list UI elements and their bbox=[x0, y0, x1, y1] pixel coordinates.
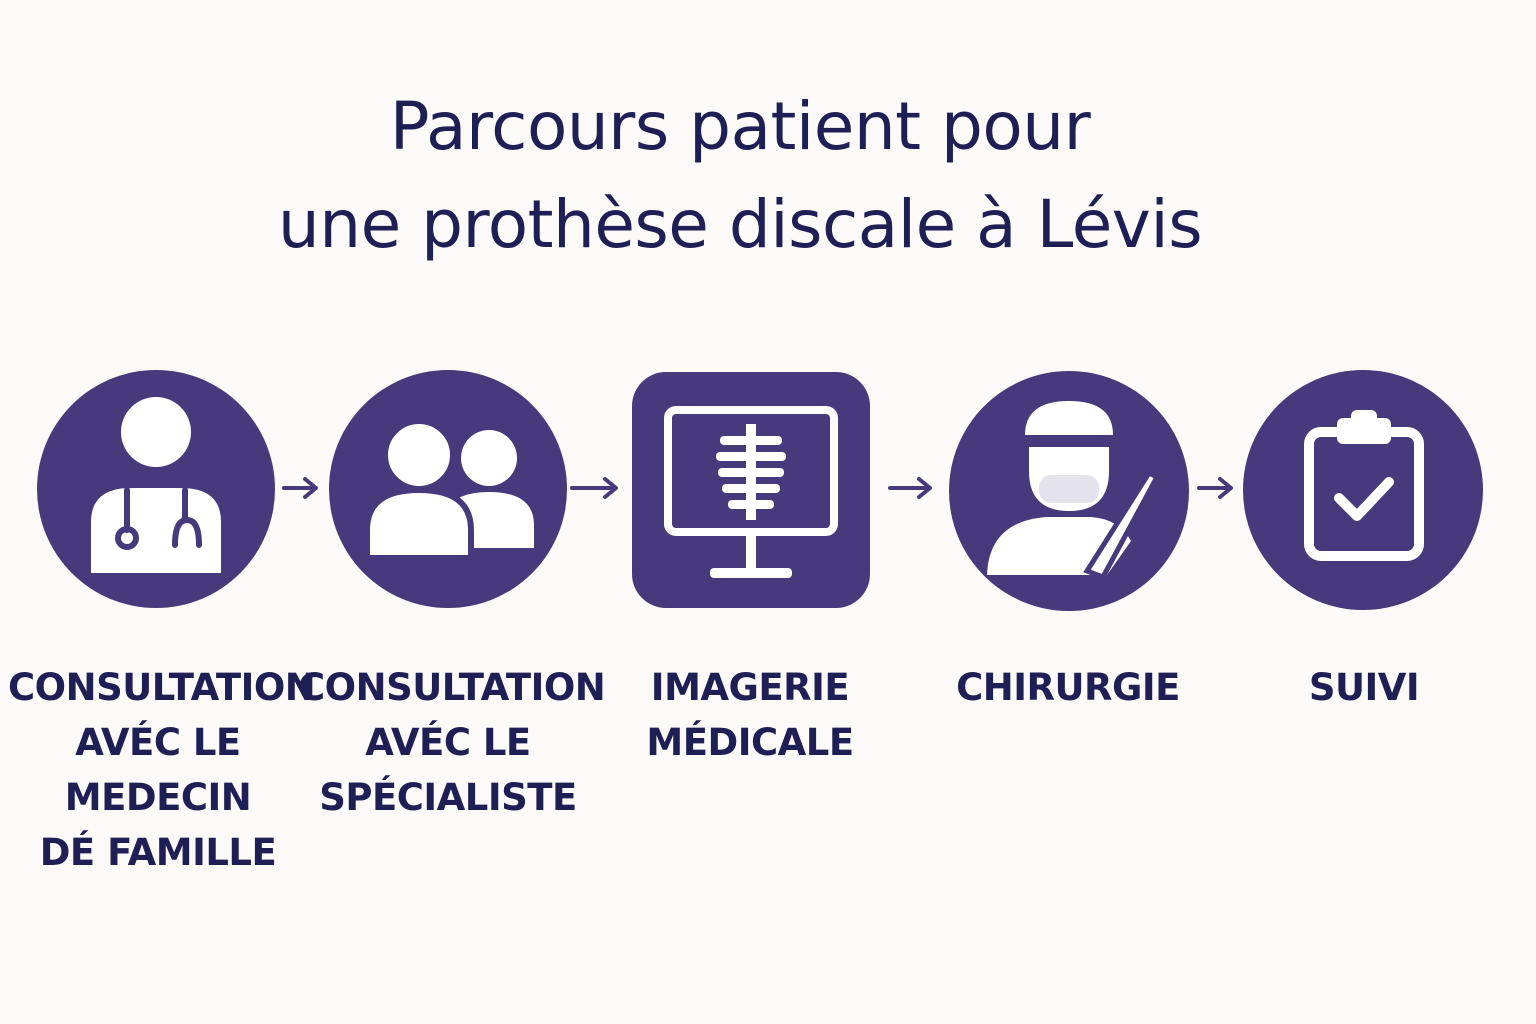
step-4-surgery bbox=[947, 371, 1191, 611]
title-line-2: une prothèse discale à Lévis bbox=[277, 186, 1203, 263]
step-5-followup bbox=[1243, 370, 1483, 610]
surgeon-scalpel-icon bbox=[949, 371, 1189, 611]
step-3-label: IMAGERIE MÉDICALE bbox=[646, 666, 854, 764]
step-4-label: CHIRURGIE bbox=[956, 666, 1180, 709]
step-5-label: SUIVI bbox=[1308, 666, 1420, 709]
page-title: Parcours patient pour une prothèse disca… bbox=[0, 78, 1480, 274]
arrow-2 bbox=[569, 474, 621, 506]
clipboard-check-icon bbox=[1243, 370, 1483, 610]
step-3-imaging bbox=[632, 372, 870, 608]
step-1-label: CONSULTATION AVÉC LE MEDECIN DÉ FAMILLE bbox=[8, 666, 316, 874]
arrow-3 bbox=[887, 474, 935, 506]
arrow-4 bbox=[1196, 474, 1236, 506]
arrow-1 bbox=[281, 474, 321, 506]
step-2-specialist bbox=[329, 370, 567, 608]
doctor-stethoscope-icon bbox=[37, 370, 275, 608]
step-2-label: CONSULTATION AVÉC LE SPÉCIALISTE bbox=[298, 666, 606, 819]
people-icon bbox=[329, 370, 567, 608]
spine-xray-monitor-icon bbox=[632, 372, 870, 608]
step-1-doctor bbox=[37, 370, 275, 608]
title-line-1: Parcours patient pour bbox=[389, 88, 1091, 165]
